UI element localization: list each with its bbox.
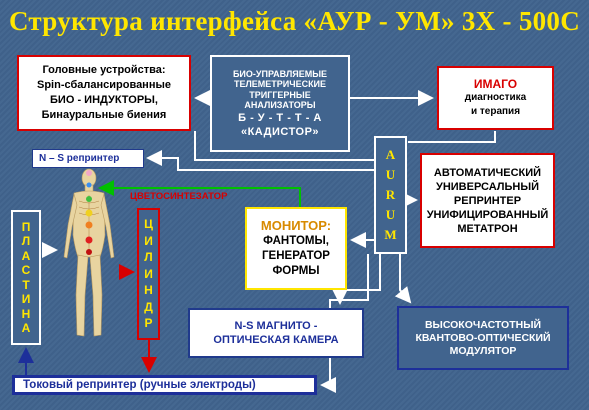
head-devices-box: Головные устройства: Spin-сбалансированн… — [17, 55, 191, 131]
plastina-letter: Н — [21, 306, 31, 321]
monitor-title: МОНИТОР: — [260, 218, 332, 233]
bio-analyzers-line: ТЕЛЕМЕТРИЧЕСКИЕ — [233, 79, 327, 89]
current-reprinter-box: Токовый репринтер (ручные электроды) — [12, 375, 317, 395]
arrow-colorsynth — [98, 180, 301, 207]
monitor-line: ГЕНЕРАТОР — [262, 250, 330, 262]
imago-box: ИМАГО диагностика и терапия — [437, 66, 554, 130]
head-devices-line: Головные устройства: — [42, 64, 166, 76]
cylinder-letter: И — [144, 266, 153, 281]
human-body-illustration — [63, 168, 115, 337]
auto-reprinter-line: УНИВЕРСАЛЬНЫЙ — [435, 180, 540, 193]
imago-title: ИМАГО — [473, 77, 518, 91]
head-devices-line: БИО - ИНДУКТОРЫ, — [50, 94, 158, 106]
bio-analyzers-line: БИО-УПРАВЛЯЕМЫЕ — [232, 68, 328, 79]
aurum-box: A U R U M — [374, 136, 407, 254]
imago-line: диагностика — [464, 92, 527, 103]
plastina-letter: П — [21, 219, 31, 234]
cylinder-letter: Д — [144, 299, 153, 314]
arrow-aurum-to-modulator — [394, 254, 412, 304]
ns-reprinter-box: N – S репринтер — [32, 149, 144, 168]
aurum-letter: M — [384, 227, 397, 242]
color-synthesizer-label: ЦВЕТОСИНТЕЗАТОР — [130, 191, 228, 202]
hf-modulator-box: ВЫСОКОЧАСТОТНЫЙ КВАНТОВО-ОПТИЧЕСКИЙ МОДУ… — [397, 306, 569, 370]
ns-camera-line: N-S МАГНИТО - — [234, 320, 318, 332]
monitor-box: МОНИТОР: ФАНТОМЫ, ГЕНЕРАТОР ФОРМЫ — [245, 207, 347, 290]
aurum-letter: A — [385, 147, 396, 162]
page-title: Структура интерфейса «АУР - УМ» 3Х - 500… — [8, 6, 581, 36]
cylinder-box: Ц И Л И Н Д Р — [137, 208, 160, 340]
cylinder-letter: Р — [144, 316, 153, 331]
ns-camera-line: ОПТИЧЕСКАЯ КАМЕРА — [213, 334, 339, 346]
plastina-letter: Т — [22, 277, 30, 292]
auto-reprinter-line: АВТОМАТИЧЕСКИЙ — [433, 166, 542, 179]
cylinder-letter: Н — [144, 283, 153, 298]
cylinder-letter: Л — [144, 250, 153, 265]
auto-reprinter-line: МЕТАТРОН — [457, 222, 518, 235]
head-devices-line: Бинауральные биения — [41, 109, 167, 121]
bio-analyzers-box: БИО-УПРАВЛЯЕМЫЕ ТЕЛЕМЕТРИЧЕСКИЕ ТРИГГЕРН… — [210, 55, 350, 152]
plastina-letter: А — [21, 321, 31, 335]
bio-analyzers-acronym: Б - У - Т - Т - А — [238, 111, 322, 124]
arrow-to-current-reprinter — [320, 254, 369, 393]
monitor-line: ФОРМЫ — [272, 265, 320, 277]
arrow-to-ns-reprinter — [146, 150, 374, 171]
plastina-letter: И — [21, 292, 31, 306]
aurum-letter: U — [385, 167, 396, 182]
auto-reprinter-box: АВТОМАТИЧЕСКИЙ УНИВЕРСАЛЬНЫЙ РЕПРИНТЕР У… — [420, 153, 555, 248]
auto-reprinter-line: РЕПРИНТЕР — [453, 194, 522, 207]
hf-modulator-line: ВЫСОКОЧАСТОТНЫЙ — [424, 318, 542, 331]
imago-line: и терапия — [470, 106, 521, 117]
line-imago-to-aurum — [408, 131, 496, 143]
hf-modulator-line: КВАНТОВО-ОПТИЧЕСКИЙ — [415, 331, 551, 344]
ns-camera-box: N-S МАГНИТО - ОПТИЧЕСКАЯ КАМЕРА — [188, 308, 364, 358]
cylinder-letter: Ц — [144, 217, 153, 232]
auto-reprinter-line: УНИФИЦИРОВАННЫЙ — [426, 208, 549, 221]
aurum-letter: U — [385, 207, 396, 222]
line-aurum-to-head — [194, 131, 374, 161]
plastina-letter: Л — [21, 234, 31, 248]
bio-analyzers-line: ТРИГГЕРНЫЕ — [249, 89, 311, 100]
hf-modulator-line: МОДУЛЯТОР — [449, 344, 517, 357]
cylinder-letter: И — [144, 233, 153, 248]
aurum-letter: R — [385, 187, 396, 202]
bio-analyzers-line: АНАЛИЗАТОРЫ — [244, 100, 316, 110]
head-devices-line: Spin-сбалансированные — [37, 79, 171, 91]
plastina-letter: А — [21, 248, 31, 263]
bio-analyzers-name: «КАДИСТОР» — [240, 125, 320, 138]
plastina-letter: С — [21, 263, 31, 277]
plastina-box: П Л А С Т И Н А — [11, 210, 41, 345]
arrow-aurum-to-camera — [332, 254, 381, 305]
monitor-line: ФАНТОМЫ, — [263, 235, 329, 247]
